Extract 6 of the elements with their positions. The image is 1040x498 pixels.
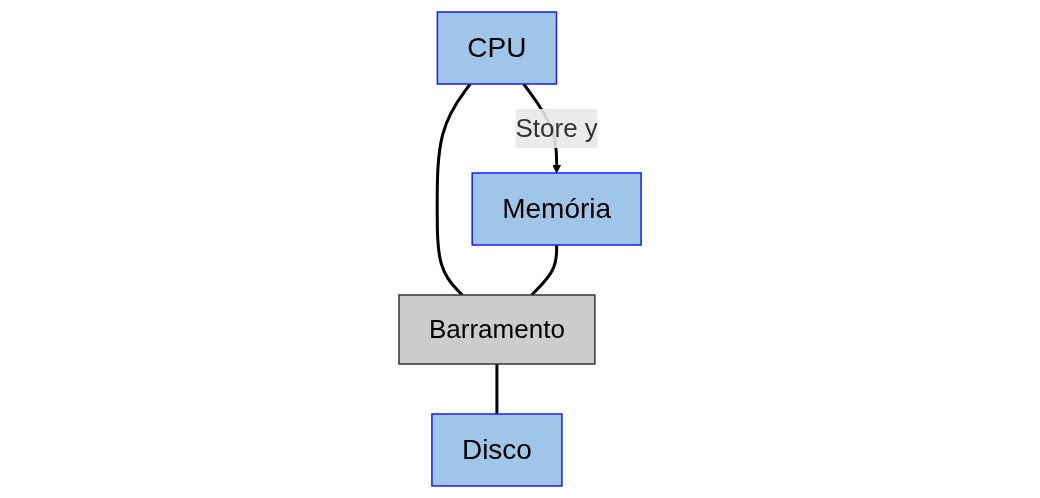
node-box: Disco xyxy=(431,413,563,487)
node-box: Memória xyxy=(471,172,642,246)
edge-label: Store y xyxy=(515,113,598,143)
connector xyxy=(495,364,499,414)
node-box: Barramento xyxy=(398,294,596,365)
node-box: CPU xyxy=(436,11,558,85)
